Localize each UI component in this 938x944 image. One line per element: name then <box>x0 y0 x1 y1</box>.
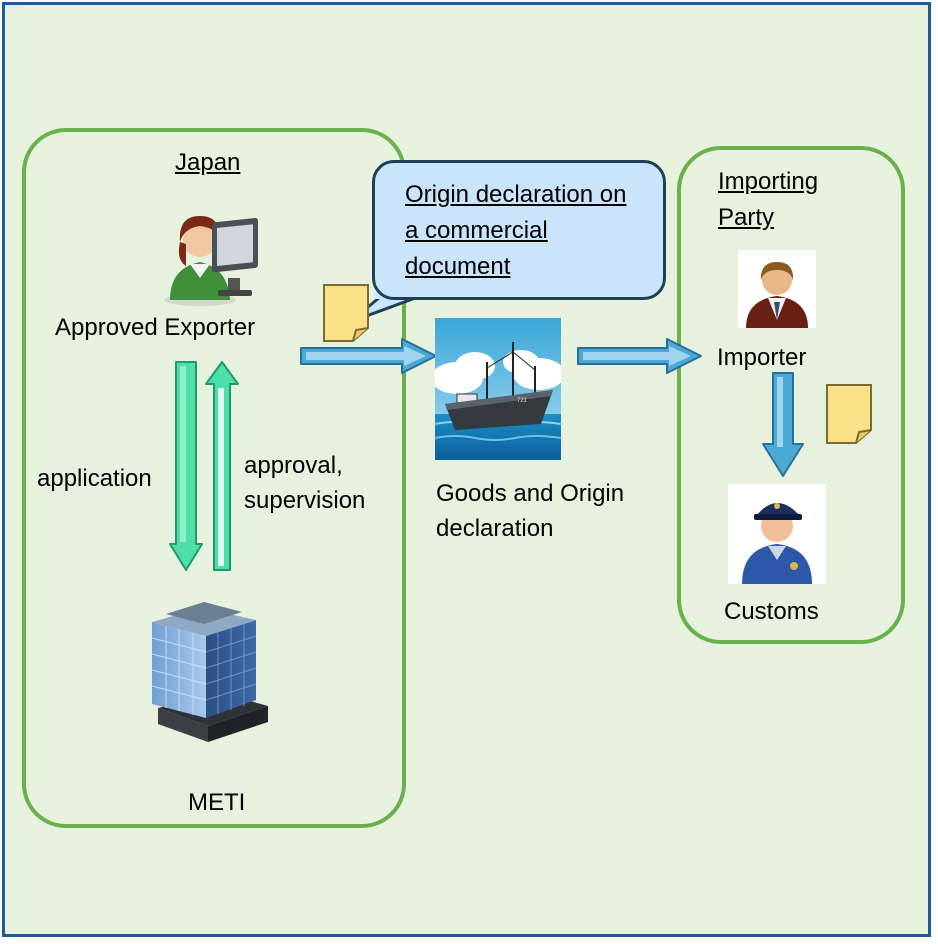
document-icon-importer <box>826 384 872 444</box>
region-importing-party-label: Importing Party <box>718 164 858 236</box>
region-japan <box>22 128 406 828</box>
arrow-application-down <box>169 361 203 571</box>
document-icon <box>323 284 369 342</box>
goods-label: Goods and Origin declaration <box>436 476 676 546</box>
callout-content: Origin declaration on a commercial docum… <box>405 181 627 280</box>
goods-text: Goods and Origin declaration <box>436 480 625 542</box>
ship-icon: 721 <box>435 318 561 460</box>
application-label: application <box>37 465 152 492</box>
approval-label: approval, supervision <box>244 448 404 518</box>
importer-label: Importer <box>717 344 807 371</box>
region-japan-label: Japan <box>175 149 241 176</box>
region-importing-party <box>677 146 905 644</box>
arrow-approval-up <box>205 361 239 571</box>
customs-officer-icon <box>728 484 826 584</box>
meti-label: METI <box>188 789 246 816</box>
approved-exporter-label: Approved Exporter <box>55 314 256 341</box>
importer-person-icon <box>738 250 816 328</box>
exporter-person-icon <box>164 216 258 306</box>
svg-text:721: 721 <box>517 398 528 404</box>
arrow-exporter-to-goods <box>300 338 437 374</box>
callout-bubble: Origin declaration on a commercial docum… <box>372 160 666 300</box>
government-building-icon <box>151 602 268 742</box>
region-importing-party-text: Importing Party <box>718 168 819 231</box>
approval-text: approval, supervision <box>244 452 366 514</box>
customs-label: Customs <box>724 598 819 625</box>
arrow-importer-to-customs <box>762 372 804 477</box>
arrow-goods-to-importer <box>577 338 702 374</box>
callout-text: Origin declaration on a commercial docum… <box>405 177 645 285</box>
